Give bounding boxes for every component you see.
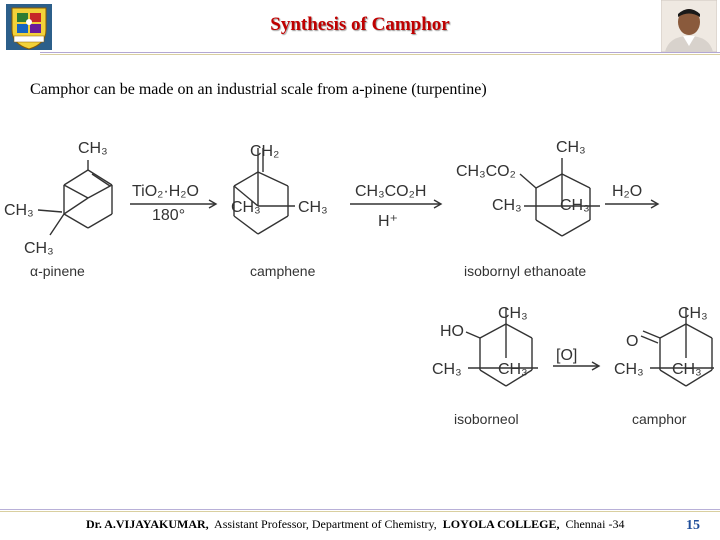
reaction-scheme: CH₃ CH₃ CH₃ α-pinene TiO₂·H₂O 180° CH₂ C… (4, 139, 714, 427)
step2-reagent-top: CH₃CO₂H (355, 183, 426, 200)
page-number: 15 (686, 518, 700, 533)
isoborneol-ho: HO (440, 323, 464, 340)
footer-divider (0, 509, 720, 510)
camphene-ch2: CH₂ (250, 143, 279, 160)
footer-college: LOYOLA COLLEGE, (442, 517, 560, 531)
pinene-ch3-bottom: CH₃ (24, 240, 54, 257)
camphene-ch3-left: CH₃ (231, 199, 261, 216)
step2-reagent-bottom: H⁺ (378, 213, 398, 230)
step1-reagent-top: TiO₂·H₂O (132, 183, 199, 200)
step3-reagent: H₂O (612, 183, 642, 200)
footer-position: Assistant Professor, Department of Chemi… (214, 517, 437, 531)
isoborneol-label: isoborneol (454, 411, 519, 427)
college-crest-logo (6, 4, 52, 50)
header-divider (40, 52, 720, 53)
isobornyl-ethanoate-structure (519, 158, 600, 237)
footer-author: Dr. A.VIJAYAKUMAR, (86, 517, 209, 531)
camphor-structure (640, 308, 714, 387)
alpha-pinene-structure (37, 160, 113, 236)
isobornyl-ch3-right: CH₃ (560, 197, 590, 214)
camphene-label: camphene (250, 263, 316, 279)
camphor-o: O (626, 333, 638, 350)
step4-reagent: [O] (556, 347, 577, 364)
pinene-label: α-pinene (30, 263, 85, 279)
isobornyl-ch3co2: CH₃CO₂ (456, 163, 516, 180)
intro-text: Camphor can be made on an industrial sca… (30, 81, 487, 98)
camphor-ch3-right: CH₃ (672, 361, 702, 378)
footer-divider-accent (0, 511, 720, 512)
header-divider-accent (40, 54, 720, 55)
isoborneol-ch3-left: CH₃ (432, 361, 462, 378)
isoborneol-ch3-right: CH₃ (498, 361, 528, 378)
camphor-ch3-top: CH₃ (678, 305, 708, 322)
camphene-structure (233, 148, 295, 235)
isoborneol-structure (465, 308, 538, 387)
step1-reagent-bottom: 180° (152, 207, 185, 224)
isoborneol-ch3-top: CH₃ (498, 305, 528, 322)
pinene-ch3-left: CH₃ (4, 202, 34, 219)
camphene-ch3-right: CH₃ (298, 199, 328, 216)
slide-title: Synthesis of Camphor (270, 14, 450, 35)
camphor-label: camphor (632, 411, 687, 427)
footer-credit: Dr. A.VIJAYAKUMAR, Assistant Professor, … (86, 517, 624, 532)
footer-city: Chennai -34 (565, 517, 625, 531)
camphor-ch3-left: CH₃ (614, 361, 644, 378)
isobornyl-ch3-left: CH₃ (492, 197, 522, 214)
isobornyl-ch3-top: CH₃ (556, 139, 586, 156)
isobornyl-label: isobornyl ethanoate (464, 263, 586, 279)
pinene-ch3-top: CH₃ (78, 140, 108, 157)
author-photo (661, 0, 717, 52)
